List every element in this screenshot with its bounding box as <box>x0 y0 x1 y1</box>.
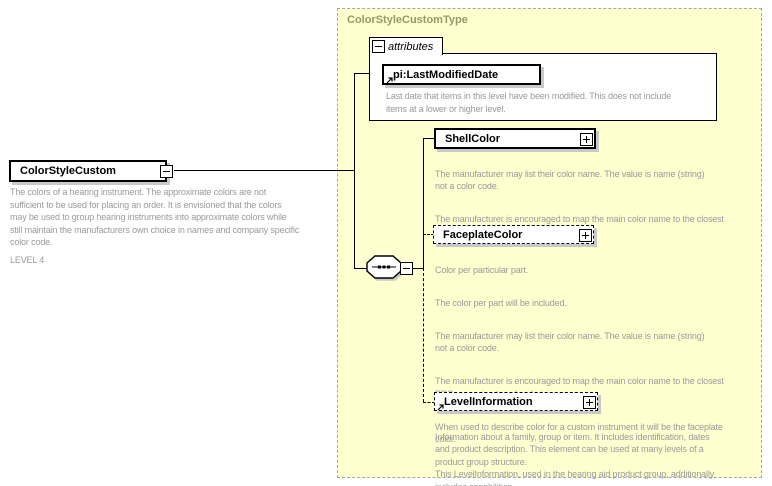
connector-to-levelinformation <box>423 402 435 403</box>
root-element-description: The colors of a hearing instrument. The … <box>10 187 300 247</box>
level-label: LEVEL 4 <box>10 255 45 265</box>
element-box-shellcolor[interactable]: ShellColor <box>434 128 596 149</box>
type-panel: ColorStyleCustomType attributes pi:LastM… <box>337 8 762 486</box>
expand-icon[interactable] <box>580 133 593 146</box>
connector-to-attributes <box>354 73 369 74</box>
connector-children-trunk-solid <box>423 138 424 268</box>
attribute-description: Last date that items in this level have … <box>386 91 672 114</box>
connector-trunk <box>354 73 355 269</box>
sequence-icon <box>366 255 402 279</box>
element-box-faceplatecolor[interactable]: FaceplateColor <box>433 225 594 244</box>
attribute-box-lastmodifieddate[interactable]: pi:LastModifiedDate <box>382 64 541 85</box>
sequence-collapse-icon[interactable] <box>400 262 413 275</box>
collapse-icon[interactable] <box>160 165 173 178</box>
attributes-tab[interactable]: attributes <box>369 37 443 55</box>
reference-arrow-icon <box>437 404 444 411</box>
sequence-compositor[interactable] <box>366 255 402 279</box>
connector-to-compositor <box>354 268 367 269</box>
connector-to-faceplatecolor <box>423 234 434 235</box>
element-box-levelinformation[interactable]: LevelInformation <box>434 392 598 411</box>
expand-icon[interactable] <box>579 229 592 242</box>
connector-compositor-to-children <box>413 268 423 269</box>
connector-root-to-type <box>174 170 354 171</box>
attribute-name: pi:LastModifiedDate <box>393 68 499 81</box>
root-element-box[interactable]: ColorStyleCustom <box>9 160 173 182</box>
attributes-label: attributes <box>388 40 434 53</box>
expand-icon[interactable] <box>583 396 596 409</box>
connector-to-shellcolor <box>423 138 435 139</box>
reference-arrow-icon <box>386 77 393 84</box>
element-name: FaceplateColor <box>443 228 523 241</box>
type-panel-title: ColorStyleCustomType <box>347 14 468 26</box>
element-description: Information about a family, group or ite… <box>435 431 715 486</box>
attributes-collapse-icon[interactable] <box>372 40 385 53</box>
element-name: LevelInformation <box>444 395 533 408</box>
connector-children-trunk-dashed <box>423 268 424 402</box>
element-name: ShellColor <box>445 132 501 145</box>
root-element-name: ColorStyleCustom <box>20 165 116 177</box>
